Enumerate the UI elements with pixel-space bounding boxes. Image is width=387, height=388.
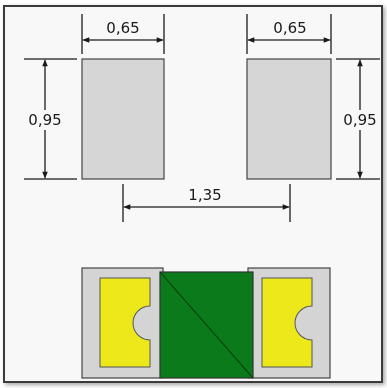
pad-height-right-label: 0,95 <box>343 111 376 129</box>
pad-height-left-label: 0,95 <box>28 111 61 129</box>
pad-width-right-label: 0,65 <box>273 19 306 37</box>
dimension-pad-spacing <box>122 184 291 222</box>
pad-spacing-label: 1,35 <box>188 186 221 204</box>
pad-width-left-label: 0,65 <box>106 19 139 37</box>
terminal-metal-right <box>261 277 313 368</box>
pad-left <box>81 58 165 180</box>
pad-right <box>246 58 332 180</box>
chip-component <box>81 267 331 379</box>
dimension-width-left <box>81 14 165 54</box>
dimension-width-right <box>246 14 332 54</box>
terminal-metal-left <box>99 277 151 368</box>
